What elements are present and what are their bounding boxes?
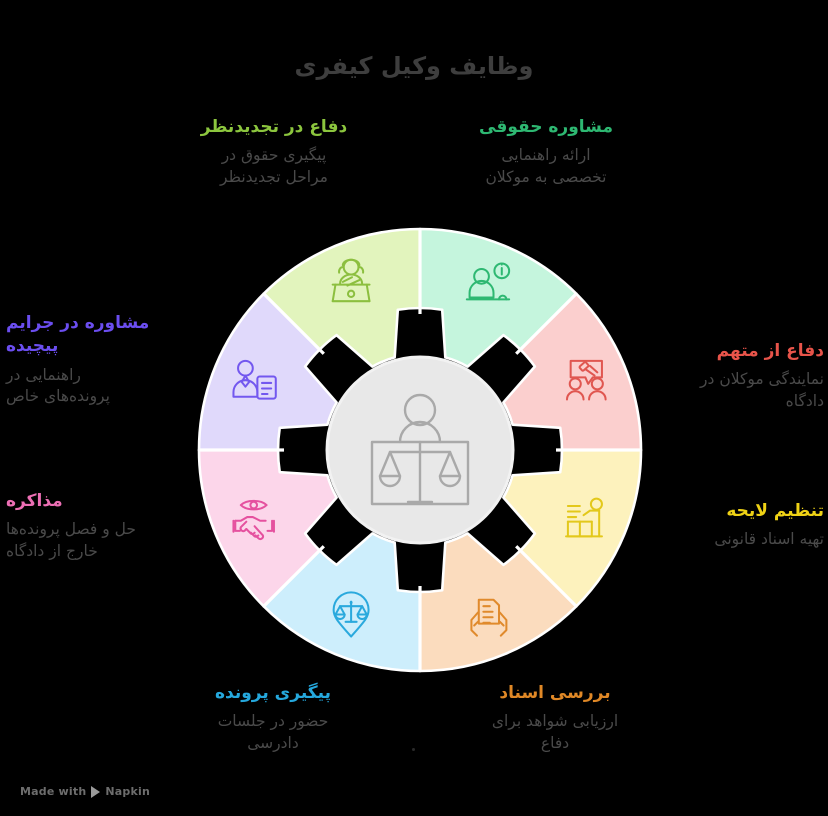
person-document-icon <box>232 359 277 400</box>
label-appeal-defense: دفاع در تجدیدنظر پیگیری حقوق در مراحل تج… <box>168 116 380 188</box>
label-legal-consultation: مشاوره حقوقی ارائه راهنمایی تخصصی به موک… <box>440 116 652 188</box>
label-desc-brief-drafting: تهیه اسناد قانونی <box>714 530 824 549</box>
label-title-appeal-defense: دفاع در تجدیدنظر <box>200 117 348 137</box>
watermark-prefix: Made with <box>20 785 87 798</box>
decorative-dot <box>412 748 415 751</box>
circular-wheel-diagram <box>196 226 644 674</box>
map-pin-scales-icon <box>332 591 370 638</box>
label-title-legal-consultation: مشاوره حقوقی <box>479 117 613 137</box>
page-title: وظایف وکیل کیفری <box>294 52 534 80</box>
lawyer-scales-icon <box>370 393 470 506</box>
label-document-review: بررسی اسناد ارزیابی شواهد برای دفاع <box>452 682 658 754</box>
person-info-icon <box>465 262 511 301</box>
label-desc-negotiation: حل و فصل پرونده‌ها خارج از دادگاه <box>6 520 136 560</box>
hands-holding-document-icon <box>470 598 508 637</box>
play-triangle-icon <box>91 785 101 798</box>
watermark-brand: Napkin <box>105 785 150 798</box>
label-negotiation: مذاکره حل و فصل پرونده‌ها خارج از دادگاه <box>6 490 194 562</box>
label-title-brief-drafting: تنظیم لایحه <box>726 501 824 521</box>
label-title-defendant-defense: دفاع از متهم <box>716 341 824 361</box>
label-title-negotiation: مذاکره <box>6 491 63 511</box>
label-case-follow-up: پیگیری پرونده حضور در جلسات دادرسی <box>170 682 376 754</box>
eye-handshake-icon <box>232 499 275 541</box>
judge-bench-icon <box>331 258 371 303</box>
label-title-case-follow-up: پیگیری پرونده <box>215 683 331 703</box>
label-desc-legal-consultation: ارائه راهنمایی تخصصی به موکلان <box>485 146 607 186</box>
napkin-watermark: Made with Napkin <box>20 785 150 798</box>
label-desc-defendant-defense: نمایندگی موکلان در دادگاه <box>700 370 824 410</box>
person-podium-writing-icon <box>565 497 603 538</box>
segment-divider <box>515 291 579 355</box>
gavel-speech-people-icon <box>565 359 607 401</box>
label-desc-complex-crime-consultation: راهنمایی در پرونده‌های خاص <box>6 365 110 406</box>
segment-divider <box>261 545 325 609</box>
label-complex-crime-consultation: مشاوره در جرایم پیچیده راهنمایی در پروند… <box>6 312 194 408</box>
label-brief-drafting: تنظیم لایحه تهیه اسناد قانونی <box>636 500 824 551</box>
label-desc-appeal-defense: پیگیری حقوق در مراحل تجدیدنظر <box>220 146 328 186</box>
label-desc-case-follow-up: حضور در جلسات دادرسی <box>217 712 329 752</box>
label-title-document-review: بررسی اسناد <box>499 683 611 703</box>
label-defendant-defense: دفاع از متهم نمایندگی موکلان در دادگاه <box>636 340 824 412</box>
label-title-complex-crime-consultation: مشاوره در جرایم پیچیده <box>6 313 150 357</box>
label-desc-document-review: ارزیابی شواهد برای دفاع <box>491 712 619 752</box>
segment-divider <box>515 545 579 609</box>
segment-divider <box>261 291 325 355</box>
